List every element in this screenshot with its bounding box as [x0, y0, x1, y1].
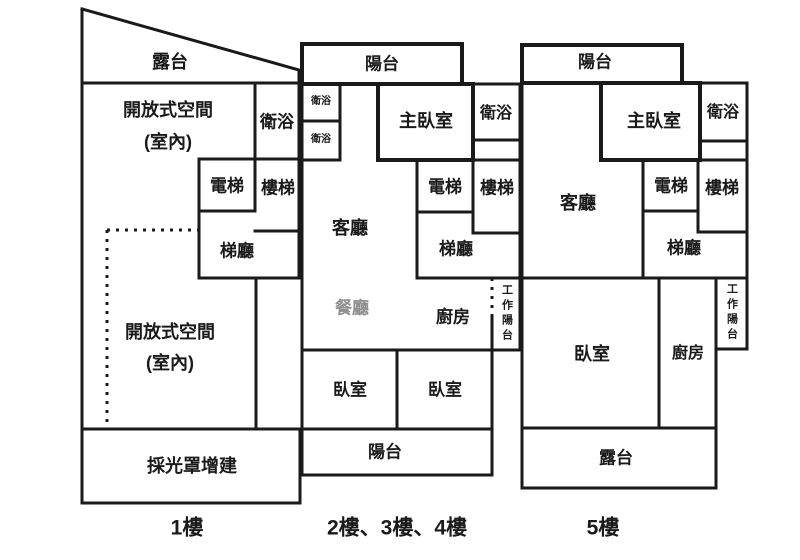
floor234-interior-walls [300, 82, 522, 477]
room-label-kitchen-f5: 廚房 [671, 345, 705, 362]
room-label-elevator-f234: 電梯 [428, 177, 462, 197]
room-label-bath-f1: 衛浴 [260, 112, 294, 132]
room-label-kitchen-f234: 廚房 [436, 307, 470, 327]
room-label-open-space2-f1-line1: 開放式空間 [125, 322, 215, 342]
floor5-walls [520, 43, 749, 490]
room-label-bedroom-right-f234: 臥室 [428, 380, 462, 400]
room-label-open-space-f1-line1: 開放式空間 [123, 100, 213, 120]
room-label-work-balcony-f234: 工作陽台 [500, 284, 513, 344]
room-label-elevator-f1: 電梯 [210, 176, 244, 196]
floor1-walls [80, 7, 302, 505]
room-label-terrace-f1: 露台 [152, 52, 188, 72]
room-label-living-room-f234: 客廳 [332, 218, 368, 238]
room-label-open-space-f1-line2: (室內) [144, 132, 192, 152]
floor-label-2f-3f-4f: 2樓、3樓、4樓 [326, 516, 468, 540]
floor5-interior-walls [520, 81, 749, 490]
room-label-living-room-f5: 客廳 [560, 193, 596, 213]
floor1-dashed-outline [105, 228, 199, 429]
floor-label-5f: 5樓 [586, 516, 620, 540]
room-label-master-bedroom-f5: 主臥室 [627, 111, 681, 131]
room-label-stairs-f234: 樓梯 [480, 178, 514, 198]
room-label-stair-hall-f1: 梯廳 [220, 241, 254, 261]
room-label-dining-room-f234: 餐廳 [335, 298, 369, 318]
room-label-bedroom-left-f234: 臥室 [333, 380, 367, 400]
room-label-balcony-top-f234: 陽台 [365, 54, 399, 74]
room-label-open-space2-f1-line2: (室內) [146, 353, 194, 373]
room-label-bath-small-lower-f234: 衛浴 [311, 134, 331, 145]
floor1-outline [80, 7, 302, 505]
floor-label-1f: 1樓 [170, 516, 204, 540]
room-label-terrace-f5: 露台 [599, 448, 633, 468]
room-label-stairs-f1: 樓梯 [261, 178, 295, 198]
room-label-work-balcony-f5: 工作陽台 [725, 283, 738, 343]
room-label-elevator-f5: 電梯 [654, 176, 688, 196]
room-label-bath-small-upper-f234: 衛浴 [311, 96, 331, 107]
room-label-bath-f5: 衛浴 [706, 104, 740, 121]
room-label-balcony-top-f5: 陽台 [578, 52, 612, 72]
floor234-walls [300, 42, 522, 477]
room-label-master-bedroom-f234: 主臥室 [399, 111, 453, 131]
room-label-stairs-f5: 樓梯 [705, 178, 739, 198]
room-label-bedroom-f5: 臥室 [574, 344, 610, 364]
room-label-balcony-bottom-f234: 陽台 [368, 442, 402, 462]
room-label-stair-hall-f5: 梯廳 [667, 238, 701, 258]
room-label-skylight-addition-f1: 採光罩增建 [147, 456, 237, 476]
room-label-stair-hall-f234: 梯廳 [439, 239, 473, 259]
room-label-bath-f234: 衛浴 [479, 105, 513, 122]
